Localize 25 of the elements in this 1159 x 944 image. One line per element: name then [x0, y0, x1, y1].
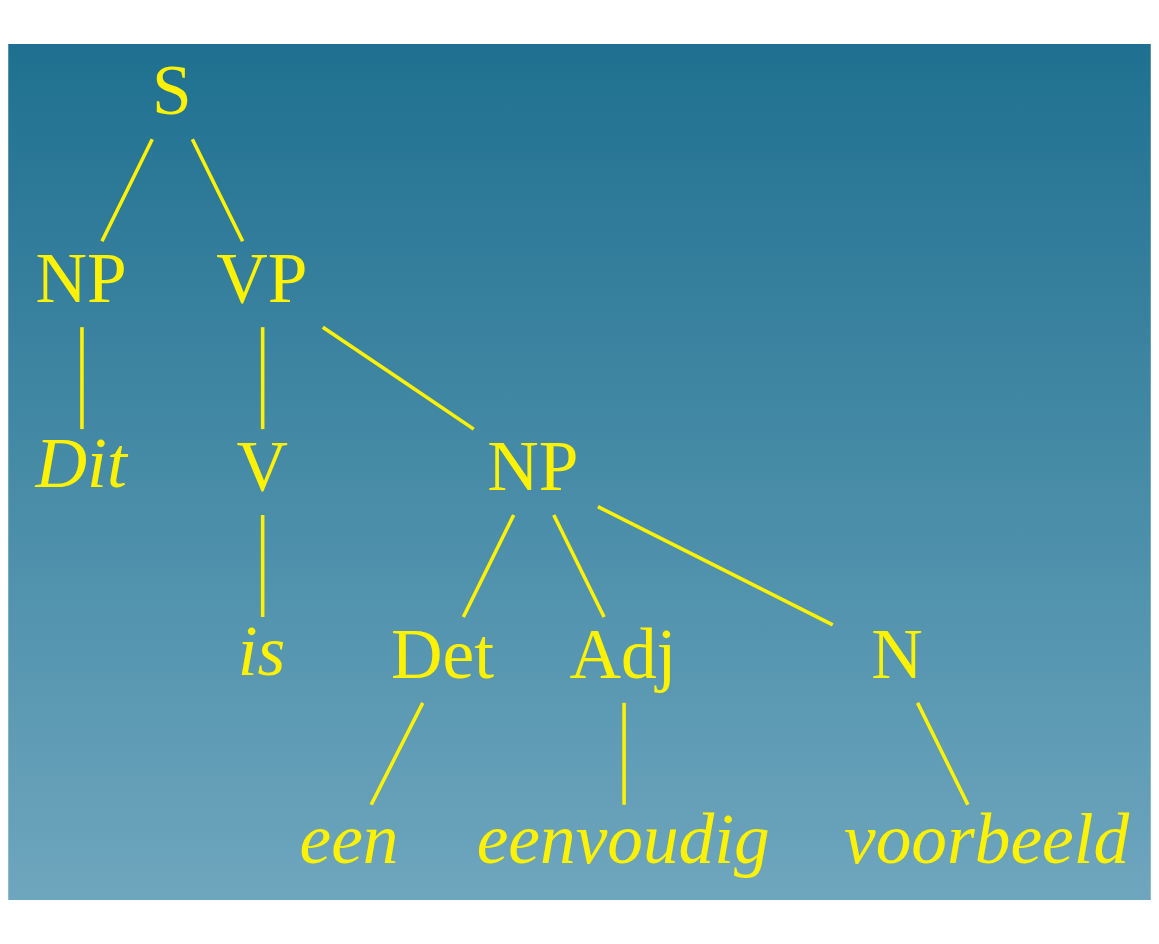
connector	[80, 327, 84, 430]
node-text: NP	[487, 425, 579, 505]
connector	[552, 514, 606, 618]
node-text: eenvoudig	[476, 799, 770, 879]
connector	[915, 702, 970, 806]
node-text: een	[299, 799, 399, 879]
connector	[100, 138, 154, 243]
connector	[461, 514, 516, 618]
node-text: S	[152, 50, 192, 130]
connector	[597, 505, 834, 627]
node-text: Dit	[35, 423, 127, 503]
connector	[622, 702, 626, 805]
node-text: NP	[35, 237, 127, 317]
node-text: Det	[391, 613, 495, 693]
node-text: V	[236, 425, 289, 505]
connector	[369, 702, 425, 806]
node-text: voorbeeld	[844, 799, 1130, 879]
node-text: N	[871, 613, 923, 693]
connector	[190, 138, 245, 243]
connector	[260, 327, 265, 430]
node-text: VP	[216, 237, 308, 317]
connector	[321, 325, 475, 431]
node-text: is	[237, 611, 286, 691]
connector	[260, 515, 265, 617]
node-text: Adj	[569, 613, 677, 693]
